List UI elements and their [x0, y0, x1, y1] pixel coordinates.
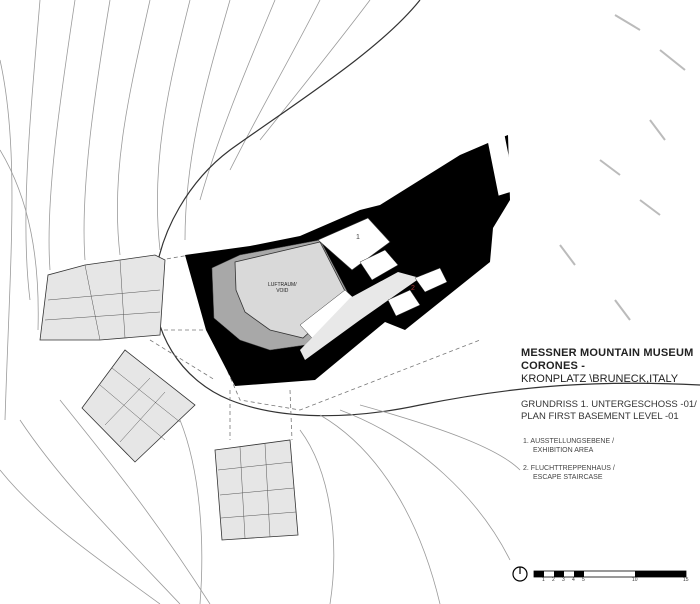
title-block: MESSNER MOUNTAIN MUSEUM CORONES - KRONPL…: [521, 347, 697, 491]
title-line-2: CORONES -: [521, 360, 586, 372]
scale-tick: 3: [562, 577, 565, 583]
legend-item: 2. FLUCHTTREPPENHAUS / ESCAPE STAIRCASE: [521, 464, 697, 482]
subtitle: GRUNDRISS 1. UNTERGESCHOSS -01/ PLAN FIR…: [521, 399, 697, 423]
legend-num: 2.: [523, 465, 529, 472]
scale-tick: 4: [572, 577, 575, 583]
scale-tick: 5: [582, 577, 585, 583]
void-label-en: VOID: [276, 288, 289, 294]
subtitle-line-2: PLAN FIRST BASEMENT LEVEL -01: [521, 411, 679, 422]
scale-bar: [512, 566, 687, 582]
escape-stair: [387, 289, 421, 317]
escape-stair-2: [414, 267, 448, 293]
legend-en: ESCAPE STAIRCASE: [533, 474, 603, 481]
outline-dashed: [149, 254, 481, 441]
legend-de: AUSSTELLUNGSEBENE /: [530, 438, 615, 445]
legend-item: 1. AUSSTELLUNGSEBENE / EXHIBITION AREA: [521, 437, 697, 455]
legend-en: EXHIBITION AREA: [533, 447, 594, 454]
scale-tick: 1: [542, 577, 545, 583]
skylight: [486, 129, 516, 196]
stair-upper: [359, 249, 399, 281]
exhibition-room-1: [317, 217, 391, 271]
box-southwest: [81, 349, 196, 463]
title-line-1: MESSNER MOUNTAIN MUSEUM: [521, 347, 694, 359]
box-west: [39, 254, 166, 341]
legend-de: FLUCHTTREPPENHAUS /: [530, 465, 615, 472]
corridor: [300, 272, 420, 360]
legend-num: 1.: [523, 438, 529, 445]
scale-tick: 10: [632, 577, 638, 583]
scale-tick: 2: [552, 577, 555, 583]
room-1-label: 1: [356, 234, 360, 241]
title-line-3: KRONPLATZ \BRUNECK,ITALY: [521, 373, 679, 385]
void-label: LUFTRAUM/ VOID: [268, 282, 297, 294]
room-2-label: 2: [411, 285, 415, 292]
scale-tick: 15: [683, 577, 689, 583]
box-grid: [44, 259, 297, 539]
subtitle-line-1: GRUNDRISS 1. UNTERGESCHOSS -01/: [521, 399, 697, 410]
viewing-boxes: [39, 254, 299, 541]
hatch-marks: [559, 14, 686, 321]
void-label-de: LUFTRAUM/: [268, 282, 297, 288]
box-south: [214, 439, 299, 541]
